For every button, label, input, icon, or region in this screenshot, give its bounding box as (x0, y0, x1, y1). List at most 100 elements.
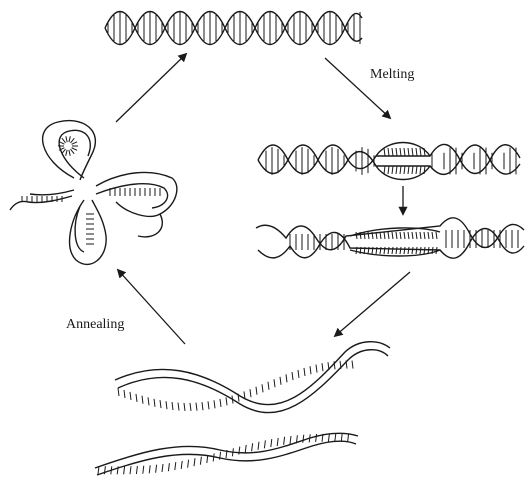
base-hair (188, 460, 189, 468)
base-hair (384, 166, 385, 174)
base-hair (111, 466, 112, 474)
base-hair (400, 232, 401, 239)
base-hair (396, 232, 397, 239)
base-hair (168, 463, 169, 471)
base-hair (178, 403, 179, 411)
base-hair (392, 148, 393, 156)
base-hair (148, 397, 149, 405)
base-hair (130, 466, 131, 474)
base-hair (70, 149, 74, 154)
base-hair (424, 247, 425, 254)
base-hair (232, 448, 233, 456)
base-hair (214, 400, 215, 408)
melted-helix-with-bubble (256, 218, 524, 258)
base-hair (416, 232, 417, 239)
base-hair (124, 390, 125, 398)
base-hair (226, 397, 227, 405)
base-hair (290, 436, 291, 444)
base-hair (72, 148, 77, 151)
arrow-to-top (116, 54, 186, 122)
separated-single-strands (95, 342, 390, 475)
base-hair (428, 232, 429, 239)
base-hair (392, 166, 393, 174)
base-hair (316, 365, 317, 373)
base-hair (380, 232, 381, 239)
base-hair (384, 148, 385, 156)
base-hair (245, 445, 246, 453)
base-hair (424, 148, 425, 156)
base-hair (118, 388, 119, 396)
base-hair (400, 247, 401, 254)
base-hair (156, 465, 157, 473)
base-hair (432, 232, 433, 239)
base-hair (213, 453, 214, 461)
base-hair (412, 232, 413, 239)
base-hair (436, 247, 437, 254)
base-hair (412, 166, 413, 174)
base-hair (436, 232, 437, 239)
label-melting: Melting (370, 67, 414, 82)
base-hair (412, 247, 413, 254)
base-hair (104, 466, 105, 474)
base-hair (412, 148, 413, 156)
base-hair (207, 455, 208, 463)
base-hair (408, 148, 409, 156)
base-hair (404, 232, 405, 239)
base-hair (66, 150, 67, 156)
base-hair (274, 379, 275, 387)
base-hair (142, 396, 143, 404)
base-hair (322, 363, 323, 371)
base-hair (262, 384, 263, 392)
base-hair (310, 366, 311, 374)
base-hair (404, 247, 405, 254)
base-hair (143, 466, 144, 474)
base-hair (341, 434, 342, 442)
base-hair (232, 396, 233, 404)
base-hair (298, 370, 299, 378)
base-hair (384, 232, 385, 239)
base-hair (166, 401, 167, 409)
base-hair (396, 148, 397, 156)
base-hair (316, 434, 317, 442)
base-hair (416, 148, 417, 156)
base-hair (62, 138, 66, 143)
base-hair (250, 389, 251, 397)
base-hair (258, 442, 259, 450)
base-hair (196, 403, 197, 411)
base-hair (184, 403, 185, 411)
base-hair (396, 166, 397, 174)
base-hair (154, 399, 155, 407)
base-hair (400, 148, 401, 156)
base-hair (408, 232, 409, 239)
base-hair (420, 148, 421, 156)
base-hair (130, 392, 131, 400)
base-hair (72, 142, 77, 145)
base-hair (181, 461, 182, 469)
base-hair (69, 136, 70, 142)
base-hair (69, 150, 70, 156)
base-hair (396, 247, 397, 254)
base-hair (404, 166, 405, 174)
base-hair (194, 458, 195, 466)
base-hair (271, 439, 272, 447)
base-hair (124, 466, 125, 474)
base-hair (424, 232, 425, 239)
base-hair (356, 232, 357, 239)
base-hair (364, 232, 365, 239)
base-hair (136, 466, 137, 474)
base-hair (348, 434, 349, 442)
renatured-cloverleaf (10, 121, 177, 265)
base-hair (160, 400, 161, 408)
base-hair (392, 232, 393, 239)
base-hair (303, 435, 304, 443)
base-hair (59, 142, 64, 145)
base-hair (424, 166, 425, 174)
arrow-annealing (118, 270, 185, 344)
base-hair (268, 382, 269, 390)
base-hair (292, 372, 293, 380)
base-hair (392, 247, 393, 254)
base-hair (384, 247, 385, 254)
base-hair (284, 437, 285, 445)
base-hair (162, 464, 163, 472)
base-hair (420, 247, 421, 254)
